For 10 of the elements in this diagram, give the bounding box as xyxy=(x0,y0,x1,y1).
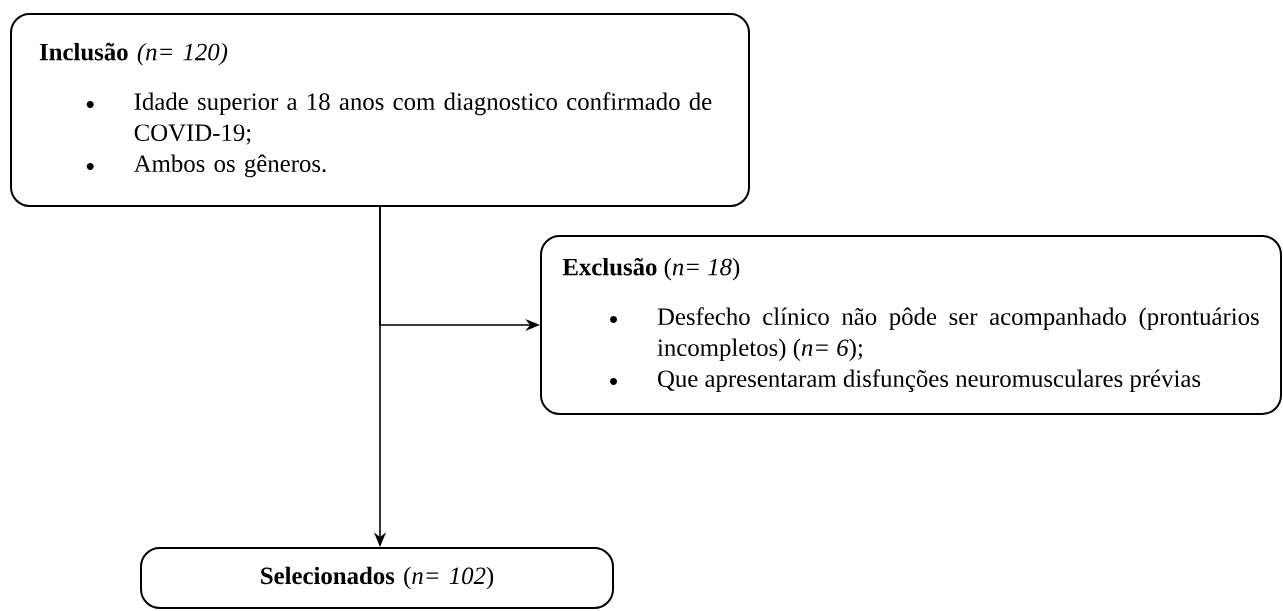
bullet-text: Ambos os gêneros. xyxy=(86,154,326,178)
process-box xyxy=(140,547,614,609)
process-box xyxy=(540,235,1282,415)
heading: Exclusão (n= 18) xyxy=(562,257,740,281)
bullet-text: Que apresentaram disfunções neuromusculares prévias xyxy=(610,369,1201,393)
heading: Inclusão (n= 120) xyxy=(39,42,228,66)
process-box xyxy=(10,13,750,207)
bullet-text: Idade superior a 18 anos com diagnostico confirmado de COVID-19; xyxy=(86,92,712,145)
heading: Selecionados (n= 102) xyxy=(261,566,494,590)
bullet-text: Desfecho clínico não pôde ser acompanhado (prontuários incompletos) (n= 6); xyxy=(610,307,1259,362)
